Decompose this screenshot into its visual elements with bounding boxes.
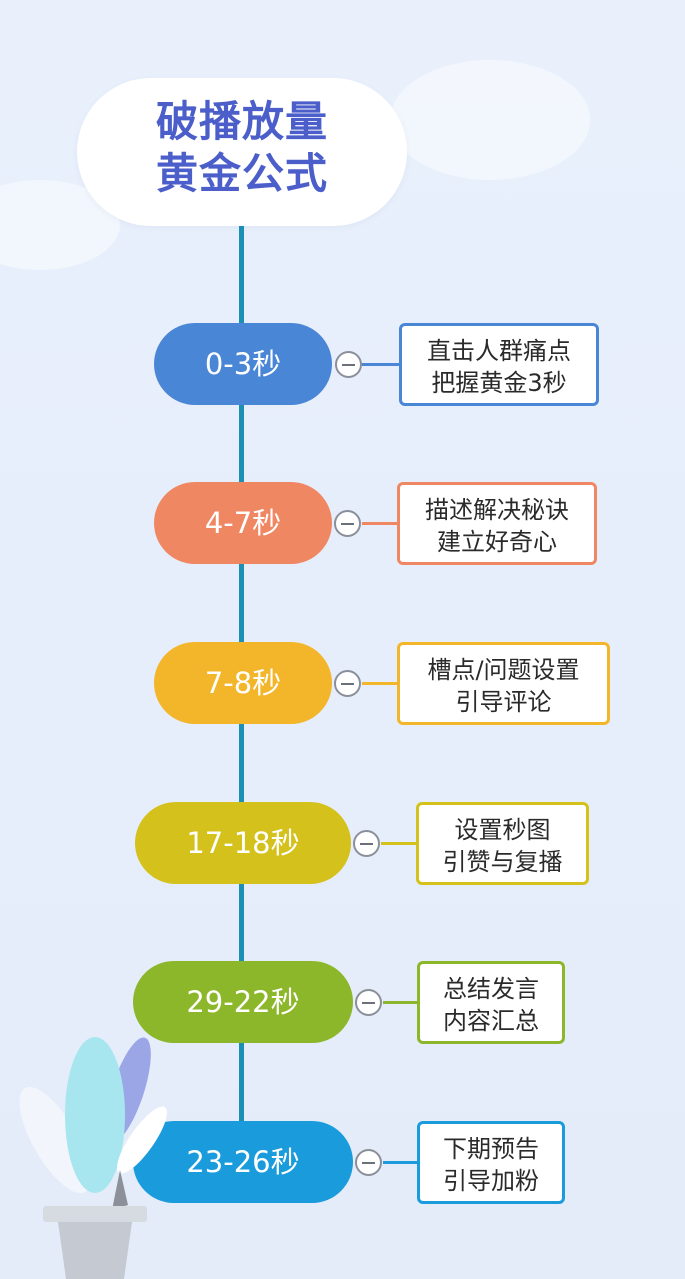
step-note-line-2: 把握黄金3秒 [431, 369, 567, 397]
step-connector [362, 682, 400, 685]
minus-circle-icon[interactable] [334, 670, 361, 697]
minus-circle-icon[interactable] [355, 989, 382, 1016]
step-time-label: 4-7秒 [204, 506, 282, 540]
step-time-pill: 23-26秒 [133, 1121, 353, 1203]
step-note-line-2: 内容汇总 [443, 1007, 539, 1035]
step-connector [383, 1161, 420, 1164]
minus-circle-icon[interactable] [335, 351, 362, 378]
step-note: 描述解决秘诀 建立好奇心 [397, 482, 597, 565]
step-note-line-2: 建立好奇心 [437, 528, 557, 556]
minus-circle-icon[interactable] [353, 830, 380, 857]
step-note: 直击人群痛点 把握黄金3秒 [399, 323, 599, 406]
step-note-line-1: 直击人群痛点 [427, 337, 571, 365]
background-cloud [390, 60, 590, 180]
step-note: 槽点/问题设置 引导评论 [397, 642, 610, 725]
step-note-line-1: 槽点/问题设置 [427, 656, 580, 684]
step-note-line-1: 下期预告 [443, 1135, 539, 1163]
step-time-label: 7-8秒 [204, 666, 282, 700]
step-note: 下期预告 引导加粉 [417, 1121, 565, 1204]
step-note: 设置秒图 引赞与复播 [416, 802, 589, 885]
step-time-pill: 0-3秒 [154, 323, 332, 405]
title-line-2: 黄金公式 [155, 149, 328, 198]
step-time-pill: 7-8秒 [154, 642, 332, 724]
minus-circle-icon[interactable] [355, 1149, 382, 1176]
step-time-label: 23-26秒 [186, 1145, 300, 1179]
step-time-label: 29-22秒 [186, 985, 300, 1019]
step-time-pill: 4-7秒 [154, 482, 332, 564]
step-time-pill: 29-22秒 [133, 961, 353, 1043]
step-note-line-1: 描述解决秘诀 [425, 496, 569, 524]
step-time-pill: 17-18秒 [135, 802, 351, 884]
minus-circle-icon[interactable] [334, 510, 361, 537]
step-note-line-2: 引导评论 [455, 688, 552, 716]
step-note-line-1: 设置秒图 [454, 816, 551, 844]
step-time-label: 0-3秒 [204, 347, 282, 381]
step-note-line-1: 总结发言 [443, 975, 539, 1003]
step-time-label: 17-18秒 [186, 826, 300, 860]
step-connector [362, 363, 402, 366]
step-connector [381, 842, 419, 845]
step-note-line-2: 引导加粉 [443, 1167, 539, 1195]
step-connector [383, 1001, 420, 1004]
step-note: 总结发言 内容汇总 [417, 961, 565, 1044]
step-connector [362, 522, 400, 525]
step-note-line-2: 引赞与复播 [442, 848, 563, 876]
title-line-1: 破播放量 [155, 97, 328, 146]
page-title: 破播放量 黄金公式 [77, 96, 407, 200]
plant-icon [19, 1037, 167, 1279]
title-cloud [77, 78, 407, 226]
